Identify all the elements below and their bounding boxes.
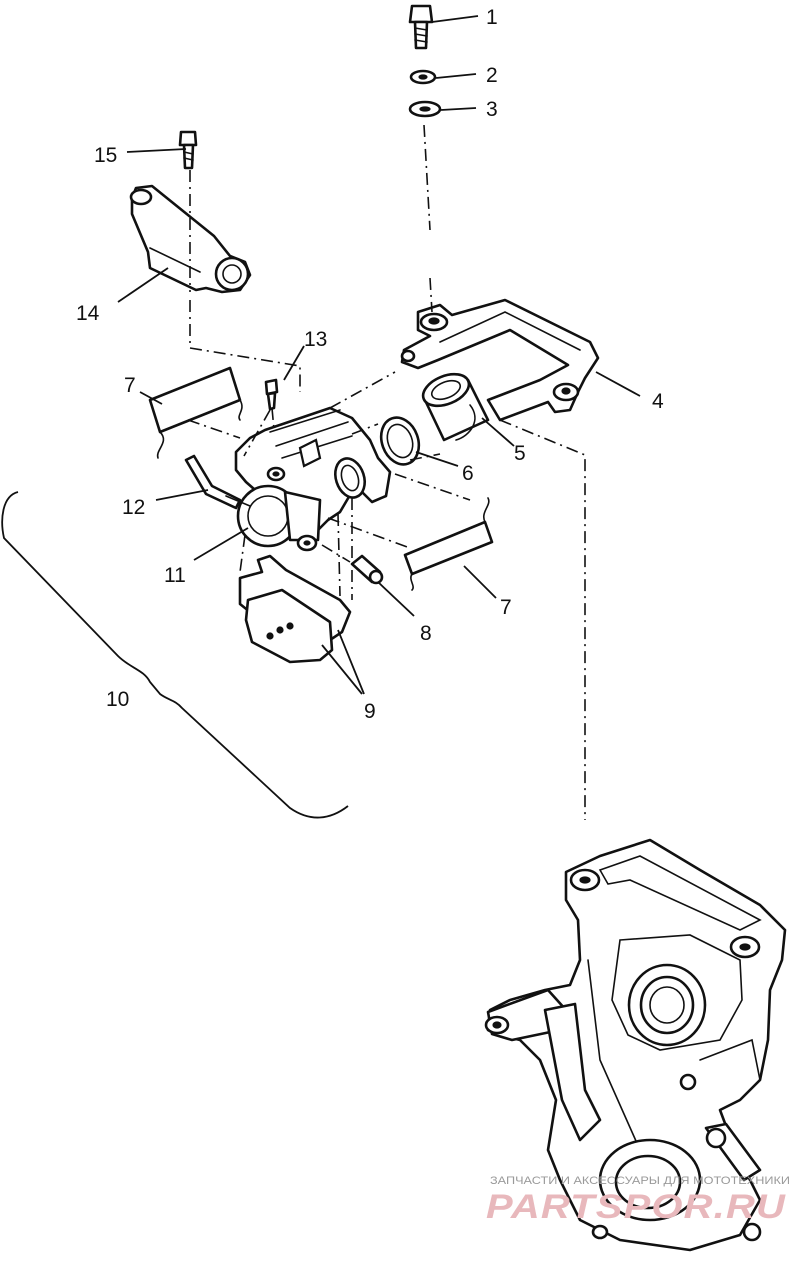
part-9-brake-pads <box>238 554 352 664</box>
part-6-seal-ring <box>379 416 421 466</box>
part-15-bleeder-bolt <box>178 130 198 170</box>
watermark-logo: PARTSPOR.RU <box>486 1188 787 1226</box>
part-12-pin <box>184 454 251 510</box>
callout-13: 13 <box>304 328 327 351</box>
part-5-piston <box>421 372 490 442</box>
callout-6: 6 <box>462 462 474 485</box>
assembly-lines <box>187 124 586 820</box>
part-7-shim-left <box>148 366 243 459</box>
watermark: ЗАПЧАСТИ И АКСЕССУАРЫ ДЛЯ МОТОТЕХНИКИ PA… <box>486 1175 790 1226</box>
callout-7-right: 7 <box>500 596 512 619</box>
callout-2: 2 <box>486 64 498 87</box>
callout-labels: 1 2 3 4 5 6 7 7 8 9 10 11 12 13 14 15 <box>76 6 664 723</box>
part-11-piston-housing <box>236 484 322 552</box>
callout-5: 5 <box>514 442 526 465</box>
callout-14: 14 <box>76 302 100 325</box>
part-8-nut <box>350 554 384 585</box>
watermark-tagline: ЗАПЧАСТИ И АКСЕССУАРЫ ДЛЯ МОТОТЕХНИКИ <box>490 1175 790 1187</box>
callout-3: 3 <box>486 98 498 121</box>
part-13-bleeder-screw <box>264 378 279 411</box>
callout-8: 8 <box>420 622 432 645</box>
callout-7-left: 7 <box>124 374 136 397</box>
leader-lines <box>117 15 641 695</box>
callout-10: 10 <box>106 688 129 711</box>
bracket-10 <box>1 491 349 819</box>
steering-knuckle <box>484 838 787 1252</box>
part-1-bolt <box>408 4 434 50</box>
callout-1: 1 <box>486 6 498 29</box>
callout-12: 12 <box>122 496 145 519</box>
callout-9: 9 <box>364 700 376 723</box>
part-14-fitting-block <box>129 184 252 294</box>
part-7-shim-right <box>403 497 494 591</box>
callout-15: 15 <box>94 144 117 167</box>
callout-11: 11 <box>164 564 186 587</box>
callout-4: 4 <box>652 390 664 413</box>
